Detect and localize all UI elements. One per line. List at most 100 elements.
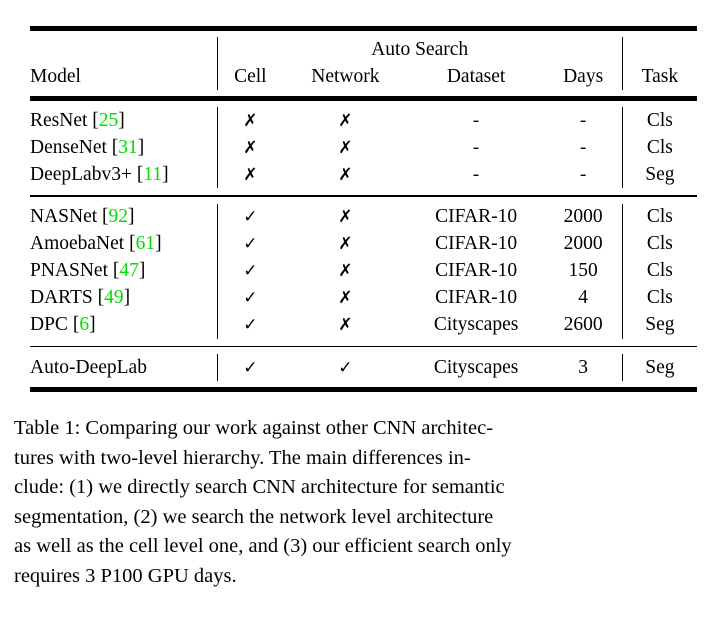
citation-bracket-close: ] bbox=[155, 233, 162, 255]
cell-model: NASNet [92] bbox=[30, 204, 217, 231]
citation-bracket-close: ] bbox=[118, 109, 125, 131]
cell-auto-search-cell: ✗ bbox=[216, 161, 284, 188]
column-header-model: Model bbox=[30, 65, 81, 87]
cell-model: Auto-DeepLab bbox=[30, 354, 217, 381]
cell-auto-search-network: ✗ bbox=[283, 161, 408, 188]
cell-auto-search-cell: ✓ bbox=[216, 354, 284, 382]
cell-task: Cls bbox=[621, 134, 697, 161]
cross-icon: ✗ bbox=[338, 110, 353, 131]
cross-icon: ✗ bbox=[243, 137, 258, 158]
cross-icon: ✗ bbox=[338, 137, 353, 158]
caption-line: tures with two-level hierarchy. The main… bbox=[14, 446, 471, 469]
cell-auto-search-network: ✗ bbox=[283, 312, 408, 339]
citation-bracket-open: [ bbox=[72, 314, 80, 336]
check-icon: ✓ bbox=[243, 261, 258, 282]
check-icon: ✓ bbox=[243, 234, 258, 255]
caption-line: as well as the cell level one, and (3) o… bbox=[14, 535, 512, 557]
cell-task: Seg bbox=[621, 311, 697, 339]
model-name: PNASNet bbox=[30, 260, 109, 282]
citation-reference[interactable]: 47 bbox=[119, 260, 139, 282]
column-header-task: Task bbox=[621, 63, 697, 90]
cell-task: Cls bbox=[621, 284, 697, 312]
cell-auto-search-cell: ✓ bbox=[216, 257, 284, 285]
citation-bracket-open: [ bbox=[112, 260, 120, 282]
caption-line: clude: (1) we directly search CNN archit… bbox=[14, 476, 505, 498]
model-name: DPC bbox=[30, 314, 68, 336]
model-name: ResNet bbox=[30, 109, 88, 131]
table-group-header-row: Auto Search bbox=[30, 37, 697, 63]
cell-auto-search-cell: ✓ bbox=[216, 230, 284, 258]
cross-icon: ✗ bbox=[338, 164, 353, 185]
citation-reference[interactable]: 25 bbox=[98, 109, 119, 131]
column-header-dataset: Dataset bbox=[446, 65, 506, 87]
column-header-days: Days bbox=[563, 65, 604, 87]
citation-reference[interactable]: 49 bbox=[104, 287, 124, 309]
cell-auto-search-network: ✓ bbox=[283, 354, 408, 381]
citation-reference[interactable]: 31 bbox=[118, 136, 138, 158]
citation-bracket-open: [ bbox=[136, 163, 144, 185]
cell-model: DPC [6] bbox=[30, 312, 217, 339]
model-name: DARTS bbox=[30, 287, 93, 309]
model-name: Auto-DeepLab bbox=[30, 356, 147, 378]
cross-icon: ✗ bbox=[338, 315, 353, 336]
empty-value: - bbox=[579, 109, 587, 131]
cell-auto-search-cell: ✓ bbox=[216, 203, 284, 231]
table-row: DPC [6] ✓ ✗ Cityscapes 2600 Seg bbox=[30, 311, 697, 339]
citation-bracket-close: ] bbox=[162, 163, 169, 185]
cell-model: DARTS [49] bbox=[30, 285, 217, 312]
empty-value: - bbox=[579, 136, 587, 158]
check-icon: ✓ bbox=[243, 288, 258, 309]
column-header-network: Network bbox=[311, 65, 380, 87]
cell-days: 2600 bbox=[563, 314, 603, 336]
cell-auto-search-cell: ✓ bbox=[216, 311, 284, 339]
cell-days: - bbox=[545, 134, 623, 161]
cell-auto-search-cell: ✗ bbox=[216, 107, 284, 134]
cell-model: ResNet [25] bbox=[30, 107, 217, 134]
check-icon: ✓ bbox=[338, 357, 353, 378]
cell-auto-search-network: ✗ bbox=[283, 107, 408, 134]
cross-icon: ✗ bbox=[338, 234, 353, 255]
cell-task: Cls bbox=[621, 203, 697, 231]
empty-value: - bbox=[472, 136, 480, 158]
citation-reference[interactable]: 11 bbox=[143, 163, 163, 185]
group-header-auto-search: Auto Search bbox=[216, 37, 623, 63]
citation-bracket-open: [ bbox=[92, 109, 99, 131]
check-icon: ✓ bbox=[243, 315, 258, 336]
cell-dataset: CIFAR-10 bbox=[435, 233, 518, 255]
cell-auto-search-network: ✗ bbox=[283, 258, 408, 285]
citation-bracket-close: ] bbox=[137, 136, 145, 158]
model-name: NASNet bbox=[30, 206, 98, 228]
cell-task: Cls bbox=[621, 230, 697, 258]
table-caption: Table 1: Comparing our work against othe… bbox=[14, 414, 708, 591]
cross-icon: ✗ bbox=[338, 261, 353, 282]
cell-model: DeepLabv3+ [11] bbox=[30, 161, 217, 188]
cell-auto-search-cell: ✗ bbox=[216, 134, 284, 161]
cell-dataset: Cityscapes bbox=[433, 314, 519, 336]
table-row: DenseNet [31]✗✗--Cls bbox=[30, 134, 697, 161]
table-rule-thin bbox=[30, 194, 697, 198]
citation-bracket-open: [ bbox=[129, 233, 136, 255]
empty-value: - bbox=[579, 163, 587, 185]
cell-auto-search-network: ✗ bbox=[283, 204, 408, 231]
table-rule-thick bbox=[30, 26, 697, 31]
cell-auto-search-network: ✗ bbox=[283, 231, 408, 258]
citation-reference[interactable]: 92 bbox=[108, 206, 129, 228]
table-row: ResNet [25]✗✗--Cls bbox=[30, 107, 697, 134]
cell-auto-search-cell: ✓ bbox=[216, 284, 284, 312]
table-rule-thin bbox=[30, 345, 697, 349]
table-rule-thick bbox=[30, 96, 697, 101]
cell-task: Cls bbox=[621, 107, 697, 134]
empty-value: - bbox=[472, 163, 480, 185]
cell-days: 150 bbox=[568, 260, 598, 282]
citation-reference[interactable]: 6 bbox=[79, 314, 90, 336]
empty-value: - bbox=[472, 109, 480, 131]
cell-days: - bbox=[545, 161, 623, 188]
citation-reference[interactable]: 61 bbox=[135, 233, 156, 255]
cell-dataset: CIFAR-10 bbox=[435, 206, 518, 228]
